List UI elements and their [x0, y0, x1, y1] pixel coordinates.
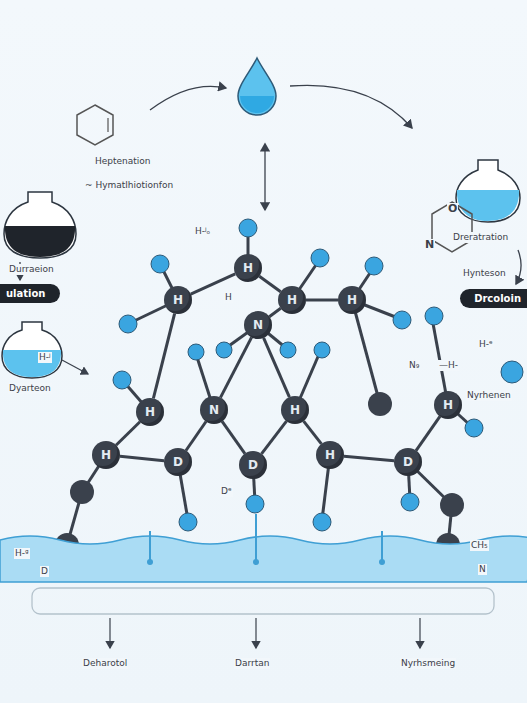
- atom-circle: N: [244, 311, 272, 339]
- bond-line: [344, 456, 394, 460]
- atom-label: D: [173, 456, 183, 468]
- bond-line: [120, 456, 164, 460]
- atom-circle: H: [234, 254, 262, 282]
- annotation-label: H-ʲ: [38, 352, 52, 363]
- atom-circle: H: [92, 441, 120, 469]
- atom-circle: D: [164, 448, 192, 476]
- atom-circle: D: [394, 448, 422, 476]
- step-pill: Drcoloin: [460, 289, 527, 308]
- atom-circle: H: [281, 396, 309, 424]
- atom-label: H: [145, 406, 155, 418]
- step-pill: ulation: [0, 284, 60, 303]
- atom-label: H: [101, 449, 111, 461]
- atom-circle: H: [136, 398, 164, 426]
- atom-label: H: [290, 404, 300, 416]
- annotation-label: Nyrhenen: [466, 390, 512, 401]
- atom-label: N: [209, 404, 219, 416]
- bond-line: [261, 421, 286, 454]
- atom-label: D: [403, 456, 413, 468]
- atom-circle: H: [316, 441, 344, 469]
- atom-circle: H: [338, 286, 366, 314]
- step-label: Drcoloin: [474, 293, 521, 304]
- bond-line: [269, 308, 280, 316]
- atom-label: H: [347, 294, 357, 306]
- atom-label: H: [173, 294, 183, 306]
- annotation-label: N: [424, 239, 435, 250]
- bond-line: [186, 422, 206, 451]
- annotation-label: N₉: [408, 360, 420, 371]
- annotation-label: —H-: [438, 360, 459, 371]
- atom-label: H: [287, 294, 297, 306]
- annotation-label: Darrtan: [234, 658, 270, 669]
- annotation-label: N: [478, 564, 487, 575]
- annotation-label: Dreratration: [452, 232, 509, 243]
- step-label: ulation: [6, 288, 46, 299]
- annotation-label: H-ʲₒ: [194, 226, 211, 237]
- bond-line: [153, 314, 174, 399]
- atom-circle: H: [278, 286, 306, 314]
- atom-circle: D: [239, 451, 267, 479]
- bond-line: [259, 276, 280, 292]
- bond-line: [264, 338, 290, 397]
- annotation-label: Hynteson: [462, 268, 507, 279]
- annotation-label: Nyrhsmeing: [400, 658, 456, 669]
- bond-line: [304, 421, 322, 444]
- annotation-label: H: [224, 292, 233, 303]
- annotation-label: ~ Hymatlhiotionfon: [84, 180, 174, 191]
- bond-line: [220, 337, 251, 397]
- bond-line: [116, 422, 140, 445]
- atom-label: N: [253, 319, 263, 331]
- atom-label: H: [243, 262, 253, 274]
- atom-label: D: [248, 459, 258, 471]
- atom-circle: H: [164, 286, 192, 314]
- annotation-label: Heptenation: [94, 156, 152, 167]
- annotation-label: H-ᵍ: [14, 548, 30, 559]
- annotation-label: D: [40, 566, 49, 577]
- atom-label: H: [443, 399, 453, 411]
- bond-line: [416, 416, 440, 450]
- atom-label: H: [325, 449, 335, 461]
- annotation-label: CH₅: [470, 540, 489, 551]
- atom-circle: N: [200, 396, 228, 424]
- bond-line: [306, 299, 338, 302]
- atom-circle: H: [434, 391, 462, 419]
- annotation-label: H-ᵉ: [478, 339, 494, 350]
- annotation-label: Durraeion: [8, 264, 55, 275]
- annotation-label: O: [447, 203, 458, 214]
- annotation-label: Dyarteon: [8, 383, 52, 394]
- annotation-label: Deharotol: [82, 658, 128, 669]
- annotation-label: Dᵉ: [220, 486, 233, 497]
- bond-line: [222, 421, 245, 453]
